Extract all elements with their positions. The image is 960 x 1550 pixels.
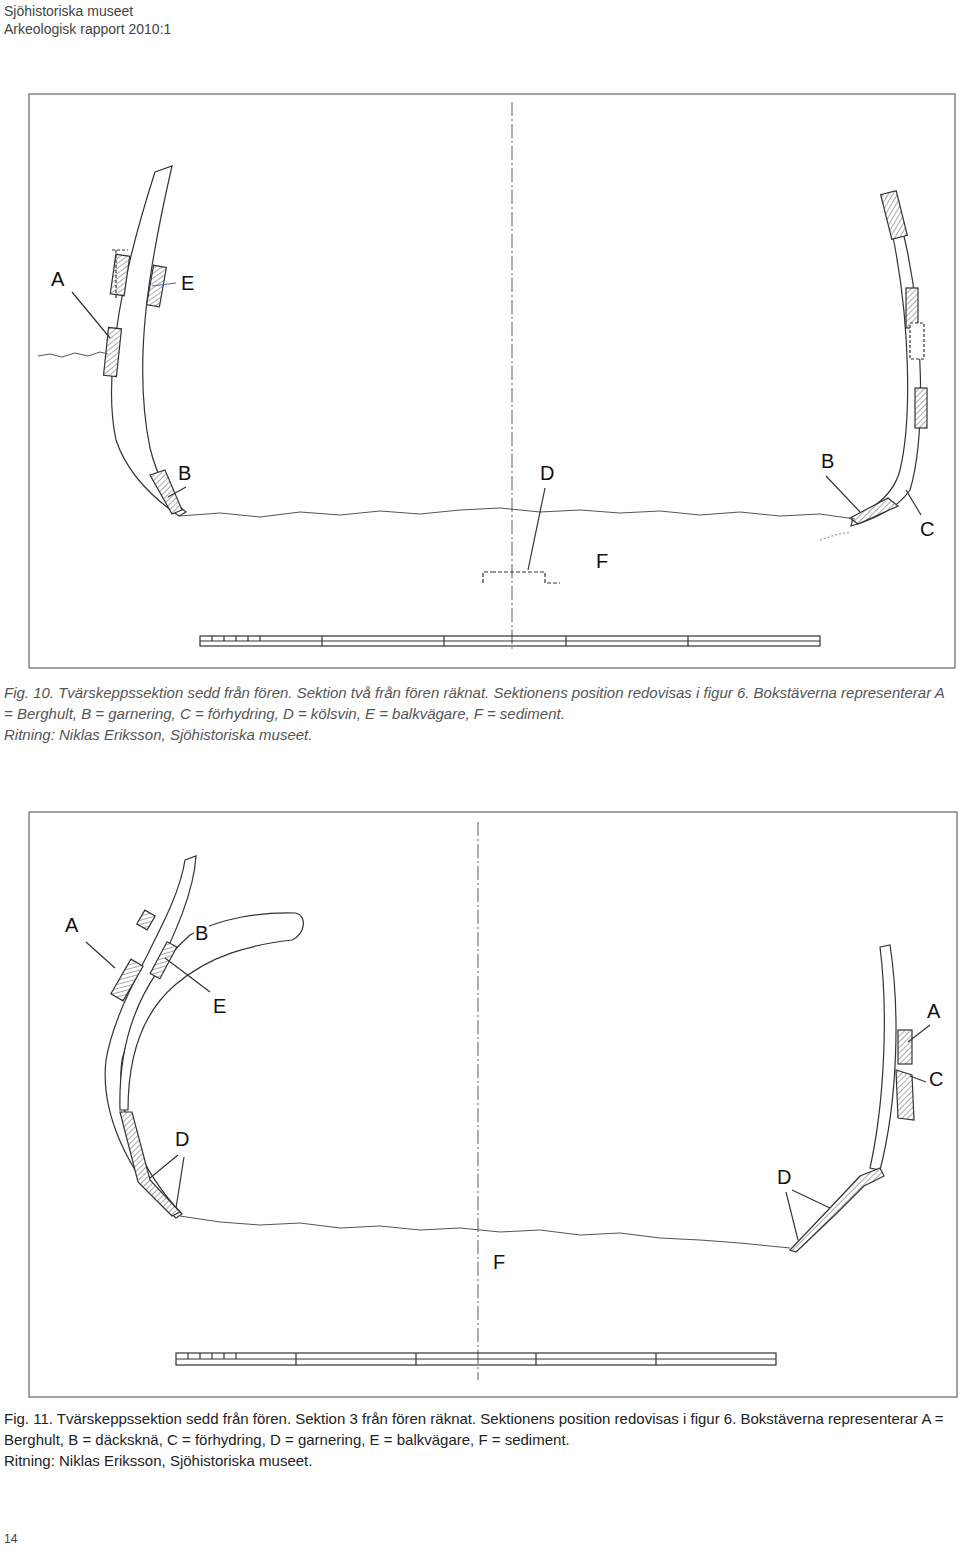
credit-line: Ritning: Niklas Eriksson, Sjöhistoriska … <box>4 724 950 745</box>
part-letter: D <box>776 1166 792 1188</box>
figure-caption: Fig. 10. Tvärskeppssektion sedd från för… <box>4 682 950 724</box>
part-letter: F <box>492 1251 506 1273</box>
part-letter: B <box>177 462 192 484</box>
figure-caption: Fig. 11. Tvärskeppssektion sedd från för… <box>4 1408 950 1450</box>
header-text: Sjöhistoriska museet <box>4 2 133 20</box>
part-letter: C <box>919 518 935 540</box>
part-letter: A <box>50 268 65 290</box>
part-letter: E <box>180 272 195 294</box>
part-letter: A <box>926 1000 941 1022</box>
part-letter: D <box>539 462 555 484</box>
header-text: Arkeologisk rapport 2010:1 <box>4 20 171 38</box>
part-letter: B <box>194 922 209 944</box>
page-number: 14 <box>4 1532 17 1546</box>
part-letter: C <box>928 1068 944 1090</box>
part-letter: B <box>820 450 835 472</box>
part-letter: A <box>64 914 79 936</box>
credit-line: Ritning: Niklas Eriksson, Sjöhistoriska … <box>4 1450 950 1471</box>
part-letter: F <box>595 550 609 572</box>
part-letter: D <box>174 1128 190 1150</box>
part-letter: E <box>212 995 227 1017</box>
